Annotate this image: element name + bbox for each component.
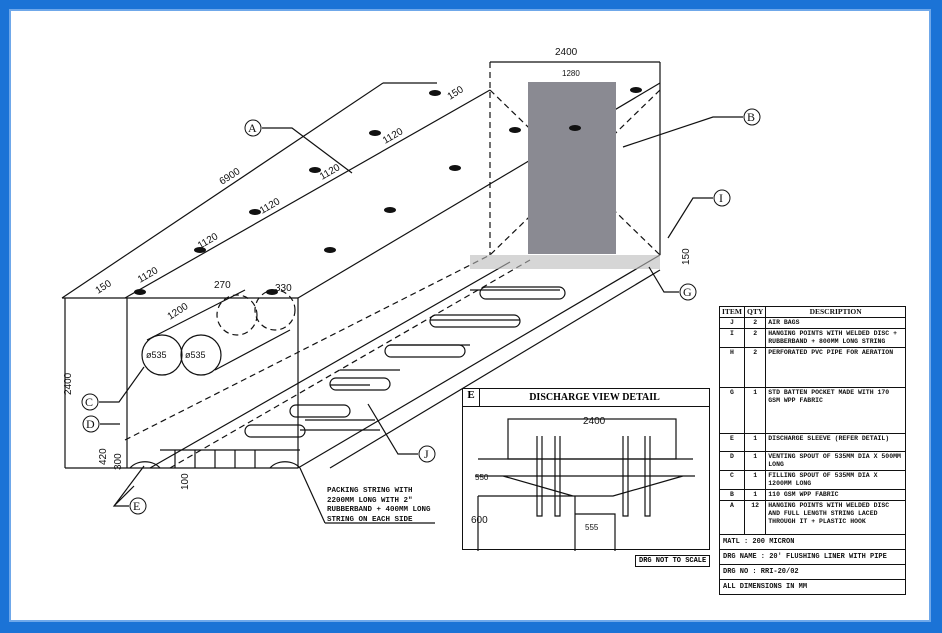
qty: 12 bbox=[744, 500, 767, 535]
batten-pocket-base bbox=[470, 255, 660, 269]
dim-end-offset: 150 bbox=[446, 84, 466, 103]
dim-panel-width: 1280 bbox=[562, 69, 580, 78]
detail-dim-3: 555 bbox=[585, 523, 599, 532]
not-to-scale-label: DRG NOT TO SCALE bbox=[635, 555, 711, 567]
detail-dim-2: 600 bbox=[471, 515, 488, 526]
discharge-view-detail: E DISCHARGE VIEW DETAIL 2400 550 600 555 bbox=[462, 388, 710, 551]
liner-outline bbox=[61, 61, 661, 469]
dim-base-1: 420 bbox=[98, 448, 109, 465]
callout-d: D bbox=[86, 417, 95, 431]
packing-string-note: PACKING STRING WITH 2200MM LONG WITH 2" … bbox=[327, 487, 431, 524]
qty: 1 bbox=[744, 433, 767, 452]
item: A bbox=[718, 500, 746, 535]
item: D bbox=[718, 451, 746, 471]
item: I bbox=[718, 328, 746, 348]
dim-spacing: 1120 bbox=[136, 265, 161, 285]
description: VENTING SPOUT OF 535MM DIA X 500MM LONG bbox=[765, 451, 906, 471]
dim-base-3: 100 bbox=[180, 473, 191, 490]
description: DISCHARGE SLEEVE (REFER DETAIL) bbox=[765, 433, 906, 452]
callout-b: B bbox=[747, 110, 755, 124]
dim-spacing: 1120 bbox=[258, 196, 283, 216]
item: E bbox=[718, 433, 746, 452]
qty: 1 bbox=[744, 451, 767, 471]
dim-spout-dia-2: ø535 bbox=[185, 350, 206, 360]
bom-header: ITEM QTY DESCRIPTION bbox=[718, 306, 906, 318]
spouts bbox=[129, 289, 301, 469]
drawing-name: DRG NAME : 20' FLUSHING LINER WITH PIPE bbox=[719, 549, 906, 565]
dim-height-right: 150 bbox=[681, 248, 692, 265]
description: AIR BAGS bbox=[765, 317, 906, 329]
dim-height-left: 2400 bbox=[63, 372, 74, 395]
callout-g: G bbox=[683, 285, 692, 299]
callout-e: E bbox=[133, 499, 140, 513]
dim-end-offset: 150 bbox=[94, 278, 114, 297]
dim-base-2: 300 bbox=[113, 453, 124, 470]
callout-i: I bbox=[719, 191, 723, 205]
dim-spout-dia-1: ø535 bbox=[146, 350, 167, 360]
callouts: A B I G C D E J bbox=[81, 108, 761, 524]
detail-width: 2400 bbox=[583, 416, 606, 427]
hanging-points bbox=[134, 87, 642, 295]
col-item: ITEM bbox=[718, 306, 746, 318]
drawing-number: DRG NO : RRI-20/02 bbox=[719, 564, 906, 580]
callout-c: C bbox=[85, 395, 93, 409]
qty: 1 bbox=[744, 387, 767, 434]
detail-title: DISCHARGE VIEW DETAIL bbox=[529, 392, 660, 403]
air-bags bbox=[244, 286, 566, 438]
qty: 2 bbox=[744, 328, 767, 348]
dim-back-width: 2400 bbox=[555, 47, 578, 58]
detail-dim-1: 550 bbox=[475, 473, 489, 482]
qty: 1 bbox=[744, 489, 767, 501]
description: PERFORATED PVC PIPE FOR AERATION bbox=[765, 347, 906, 388]
discharge-sleeve-drawing: 2400 550 600 555 bbox=[471, 416, 695, 551]
description: HANGING POINTS WITH WELDED DISC + RUBBER… bbox=[765, 328, 906, 348]
col-qty: QTY bbox=[744, 306, 767, 318]
detail-tag: E bbox=[463, 389, 480, 406]
dim-spacing: 1120 bbox=[381, 126, 406, 146]
item: J bbox=[718, 317, 746, 329]
dim-spacing: 1120 bbox=[196, 231, 221, 251]
dim-spout-gap-2: 330 bbox=[275, 283, 292, 294]
dim-length: 6900 bbox=[218, 166, 243, 188]
qty: 2 bbox=[744, 347, 767, 388]
col-description: DESCRIPTION bbox=[765, 306, 906, 318]
item: G bbox=[718, 387, 746, 434]
description: STD BATTEN POCKET MADE WITH 170 GSM WPP … bbox=[765, 387, 906, 434]
units-note: ALL DIMENSIONS IN MM bbox=[719, 579, 906, 595]
item: B bbox=[718, 489, 746, 501]
description: HANGING POINTS WITH WELDED DISC AND FULL… bbox=[765, 500, 906, 535]
item: H bbox=[718, 347, 746, 388]
qty: 2 bbox=[744, 317, 767, 329]
item: C bbox=[718, 470, 746, 490]
callout-j: J bbox=[424, 447, 429, 461]
description: 110 GSM WPP FABRIC bbox=[765, 489, 906, 501]
qty: 1 bbox=[744, 470, 767, 490]
dim-spout-gap-1: 270 bbox=[214, 280, 231, 291]
material: MATL : 200 MICRON bbox=[719, 534, 906, 550]
dim-spacing: 1120 bbox=[318, 162, 343, 182]
batten-pocket-panel bbox=[528, 82, 616, 254]
callout-a: A bbox=[248, 121, 257, 135]
description: FILLING SPOUT OF 535MM DIA X 1200MM LONG bbox=[765, 470, 906, 490]
